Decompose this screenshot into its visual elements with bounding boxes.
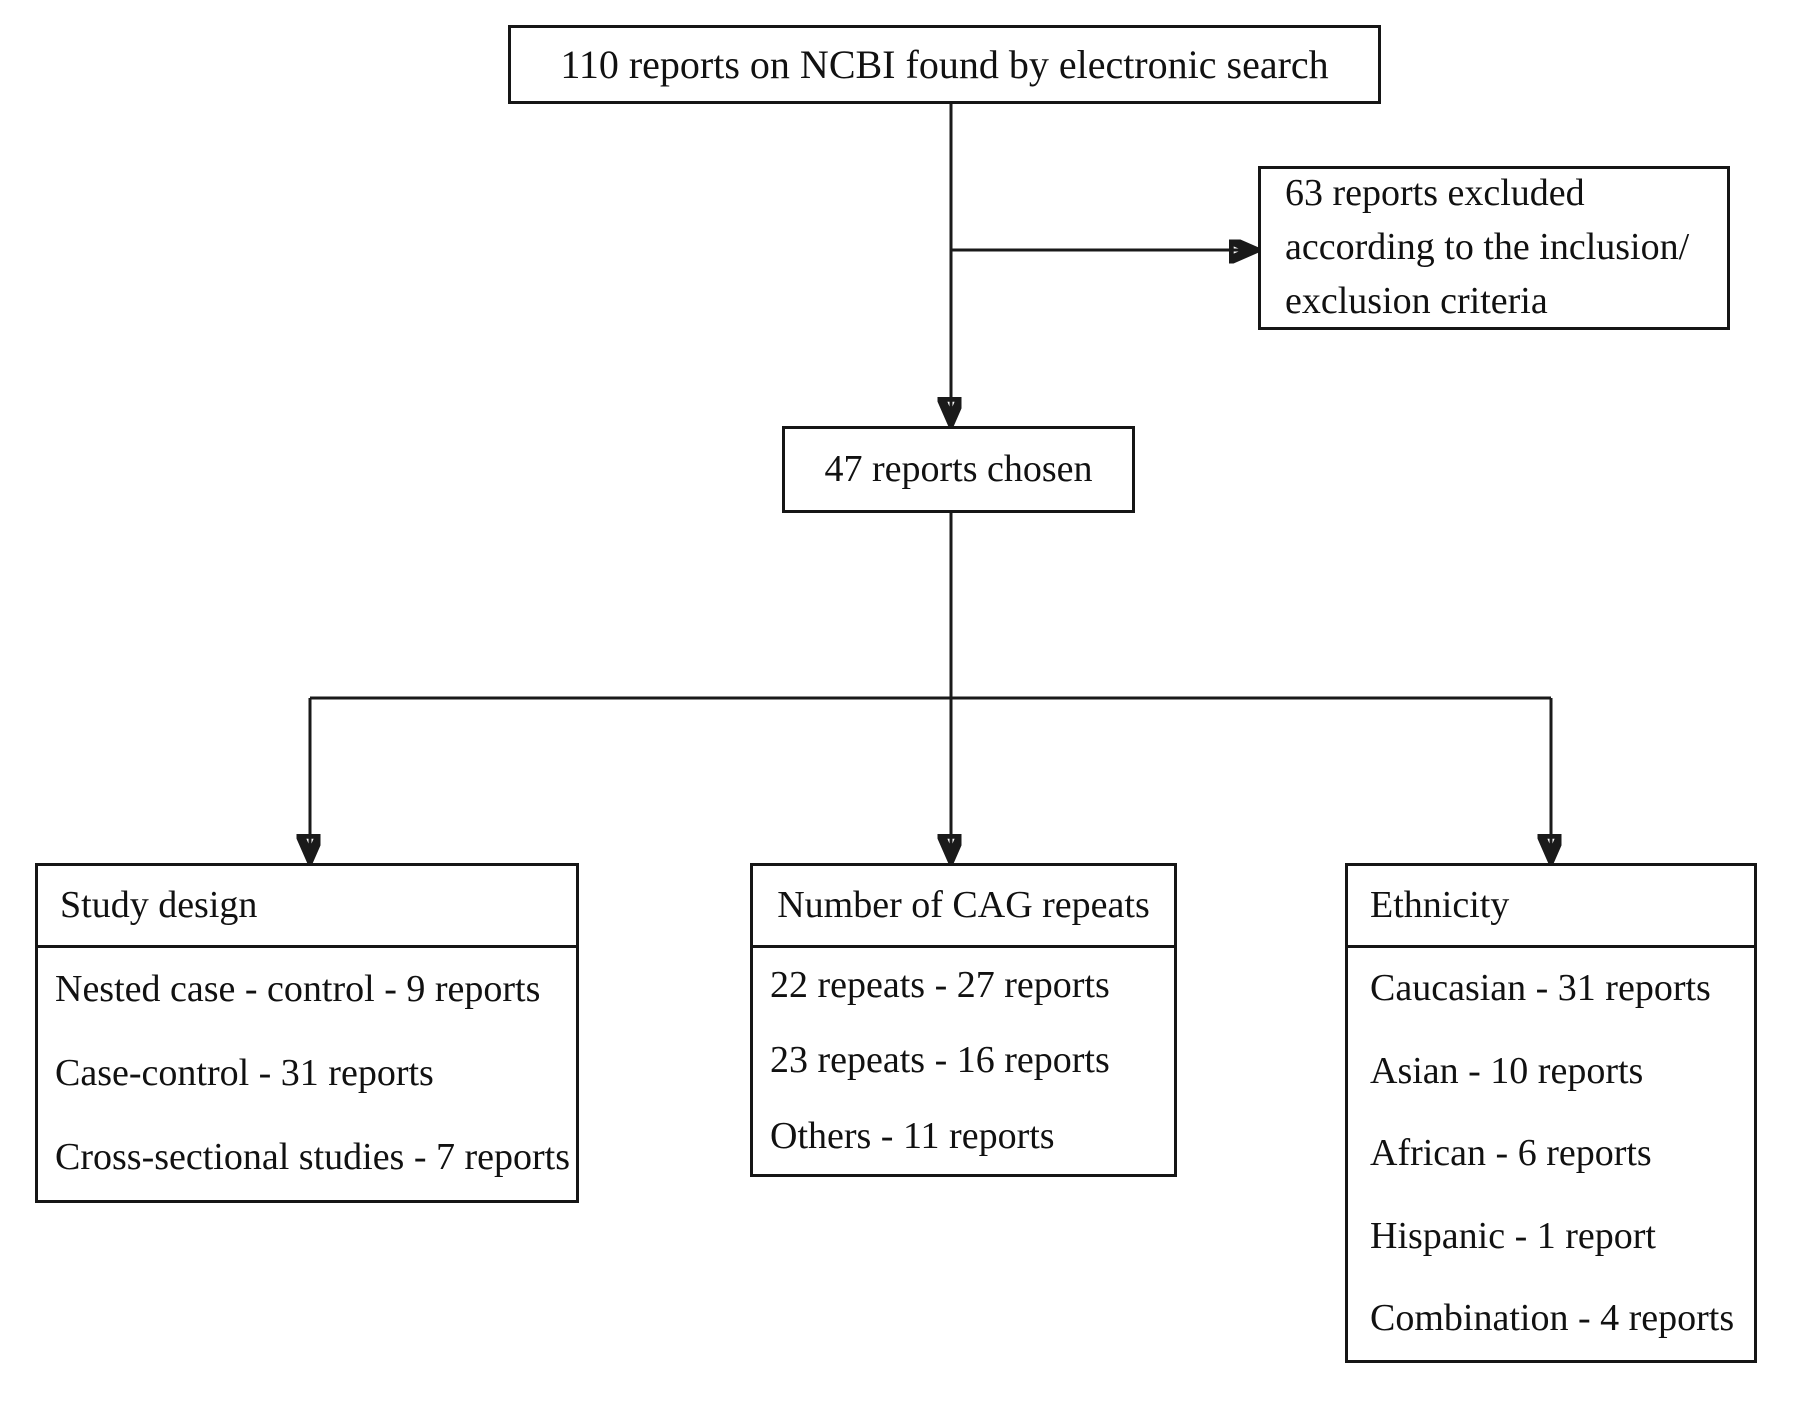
box-reports-found: 110 reports on NCBI found by electronic … bbox=[508, 25, 1381, 104]
ethnicity-item: Caucasian - 31 reports bbox=[1370, 967, 1711, 1010]
box-ethnicity: Ethnicity Caucasian - 31 reports Asian -… bbox=[1345, 863, 1757, 1363]
cag-repeats-item: 22 repeats - 27 reports bbox=[770, 963, 1110, 1006]
ethnicity-item: Asian - 10 reports bbox=[1370, 1049, 1644, 1092]
cag-repeats-items: 22 repeats - 27 reports 23 repeats - 16 … bbox=[753, 948, 1174, 1174]
ethnicity-item: Hispanic - 1 report bbox=[1370, 1214, 1656, 1257]
study-design-title: Study design bbox=[38, 866, 576, 948]
ethnicity-item: Combination - 4 reports bbox=[1370, 1297, 1735, 1340]
excluded-line-2: according to the inclusion/ bbox=[1285, 226, 1690, 269]
reports-chosen-label: 47 reports chosen bbox=[824, 447, 1093, 490]
cag-repeats-item: 23 repeats - 16 reports bbox=[770, 1039, 1110, 1082]
box-reports-excluded: 63 reports excluded according to the inc… bbox=[1258, 166, 1730, 330]
excluded-line-3: exclusion criteria bbox=[1285, 279, 1548, 322]
cag-repeats-title: Number of CAG repeats bbox=[753, 866, 1174, 948]
excluded-line-1: 63 reports excluded bbox=[1285, 172, 1585, 215]
ethnicity-title: Ethnicity bbox=[1348, 866, 1754, 948]
study-design-items: Nested case - control - 9 reports Case-c… bbox=[38, 948, 576, 1200]
study-design-item: Case-control - 31 reports bbox=[55, 1052, 434, 1095]
box-cag-repeats: Number of CAG repeats 22 repeats - 27 re… bbox=[750, 863, 1177, 1177]
study-design-item: Nested case - control - 9 reports bbox=[55, 968, 541, 1011]
cag-repeats-item: Others - 11 reports bbox=[770, 1114, 1055, 1157]
ethnicity-item: African - 6 reports bbox=[1370, 1132, 1652, 1175]
reports-found-label: 110 reports on NCBI found by electronic … bbox=[560, 41, 1329, 87]
box-reports-chosen: 47 reports chosen bbox=[782, 426, 1135, 513]
study-design-item: Cross-sectional studies - 7 reports bbox=[55, 1136, 571, 1179]
ethnicity-items: Caucasian - 31 reports Asian - 10 report… bbox=[1348, 948, 1754, 1360]
box-study-design: Study design Nested case - control - 9 r… bbox=[35, 863, 579, 1203]
